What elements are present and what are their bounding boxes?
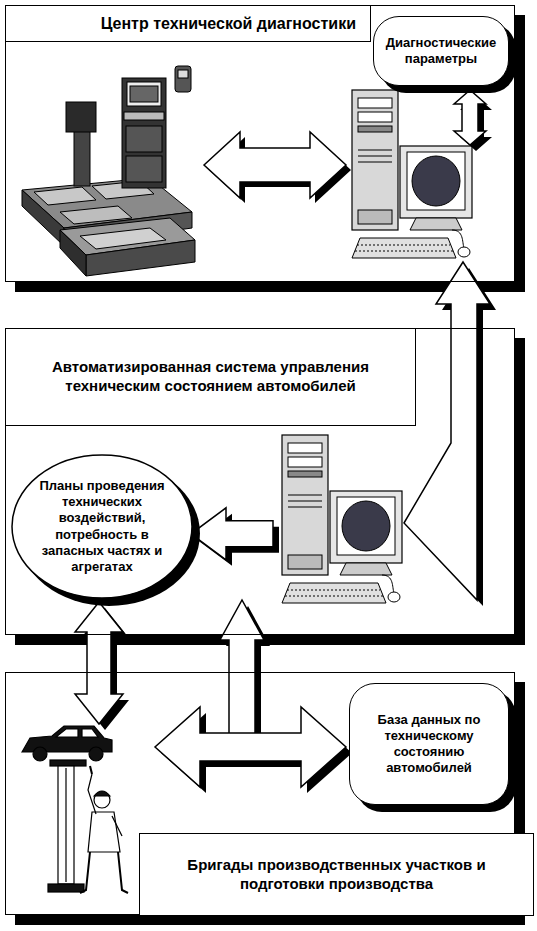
rounded-box: Диагностические параметры [373, 16, 509, 86]
panel-heading-box: Центр технической диагностики [5, 5, 371, 42]
block-arrow [454, 90, 492, 151]
panel-heading: Бригады производственных участков и подг… [152, 856, 521, 894]
arrow-body [404, 262, 490, 600]
block-arrow [220, 600, 270, 753]
ellipse-node: Планы проведения технических воздействий… [11, 454, 193, 599]
arrow-body [454, 90, 486, 145]
data-exchange-arrow [204, 132, 346, 198]
panel-region: Автоматизированная система управления те… [5, 328, 515, 635]
arrow-body [191, 508, 273, 560]
panel-region: Бригады производственных участков и подг… [5, 672, 515, 915]
block-arrow [191, 508, 279, 566]
panel-region: Центр технической диагностикиДиагностиче… [5, 5, 515, 282]
ellipse-shape [12, 455, 192, 598]
panel-ground [5, 5, 515, 282]
block-arrow [75, 602, 129, 730]
panel-heading: Автоматизированная система управления те… [20, 358, 401, 396]
arrow-body [75, 602, 123, 724]
panel-heading-box: Бригады производственных участков и подг… [139, 833, 534, 916]
panel-heading: Центр технической диагностики [101, 14, 356, 34]
rounded-box: База данных по техническому состоянию ав… [349, 683, 509, 805]
node-label: База данных по техническому состоянию ав… [359, 712, 499, 777]
diagnostic-stand [22, 66, 195, 276]
computer-icon [282, 435, 402, 603]
panel-heading-box: Автоматизированная система управления те… [5, 328, 416, 426]
node-text-block: Планы проведения технических воздействий… [31, 478, 173, 576]
arrow-body [220, 600, 264, 747]
node-text-block: База данных по техническому состоянию ав… [359, 712, 499, 777]
node-label: Диагностические параметры [383, 35, 499, 68]
car-lift-mechanic [22, 726, 128, 893]
arrow-body [155, 707, 346, 787]
block-arrow [404, 262, 496, 606]
node-label: Планы проведения технических воздействий… [31, 478, 173, 576]
block-arrow [155, 707, 352, 793]
node-text-block: Диагностические параметры [383, 35, 499, 68]
computer-icon [352, 90, 472, 258]
